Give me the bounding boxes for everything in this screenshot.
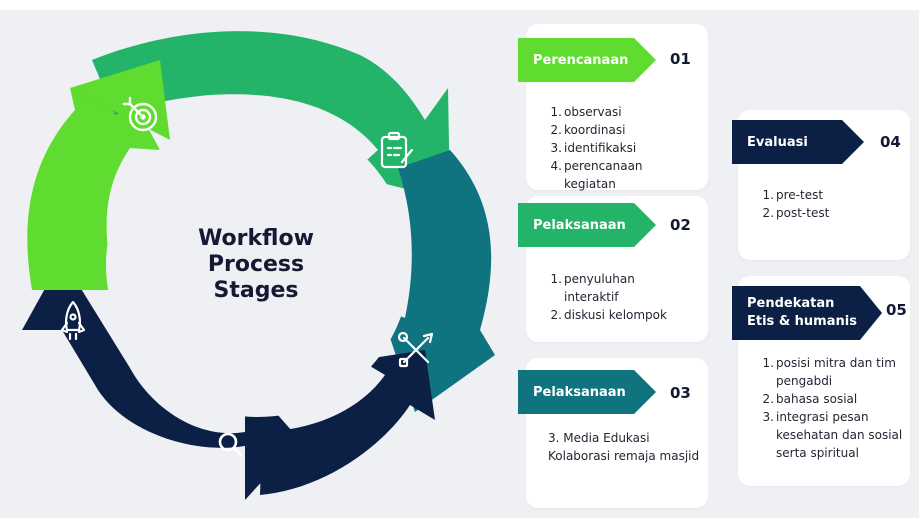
target-icon	[122, 96, 158, 132]
stage-number-02: 02	[670, 216, 691, 234]
stage-banner-04: Evaluasi	[732, 120, 864, 164]
cycle-inner	[106, 113, 410, 417]
list-item: 4.perencanaan kegiatan	[550, 159, 643, 191]
stage-text-03-line-1: 3. Media Edukasi	[548, 431, 650, 445]
stage-number-04: 04	[880, 133, 901, 151]
stage-banner-01: Perencanaan	[518, 38, 656, 82]
list-item: 3.integrasi pesan kesehatan dan sosial s…	[762, 410, 903, 460]
stage-banner-03: Pelaksanaan	[518, 370, 656, 414]
cycle-segment-lightgreen	[27, 88, 160, 290]
cycle-segment-navy-lower	[260, 350, 435, 495]
stage-banner-05: Pendekatan Etis & humanis	[732, 286, 882, 340]
title-line-3: Stages	[213, 278, 299, 303]
search-icon	[218, 432, 243, 457]
stage-banner-02: Pelaksanaan	[518, 203, 656, 247]
stage-list-02: 1.penyuluhan interaktif 2.diskusi kelomp…	[546, 270, 691, 324]
stage-number-01: 01	[670, 50, 691, 68]
tools-icon	[397, 331, 434, 368]
list-item: 2.diskusi kelompok	[550, 308, 667, 322]
list-item: 1.observasi	[550, 105, 622, 119]
title-line-2: Process	[207, 252, 305, 277]
list-item: 2.bahasa sosial	[762, 392, 858, 406]
list-item: 1.penyuluhan interaktif	[550, 272, 635, 304]
rocket-icon	[60, 300, 86, 341]
stage-list-04: 1.pre-test 2.post-test	[758, 186, 878, 222]
stage-number-03: 03	[670, 384, 691, 402]
top-strip	[0, 0, 919, 10]
list-item: 1.pre-test	[762, 188, 824, 202]
stage-text-03: 3. Media Edukasi Kolaborasi remaja masji…	[548, 429, 708, 465]
list-item: 2.post-test	[762, 206, 830, 220]
title-line-1: Workflow	[198, 226, 314, 251]
list-item: 2.koordinasi	[550, 123, 626, 137]
cycle-segment-teal	[380, 150, 495, 412]
diagram-title: Workflow Process Stages	[166, 226, 346, 304]
cycle-arrow-lightgreen	[70, 60, 170, 140]
list-item: 3.identifikaksi	[550, 141, 637, 155]
clipboard-icon	[380, 131, 414, 169]
cycle-segment-navy	[22, 258, 300, 500]
stage-text-03-line-2: Kolaborasi remaja masjid	[548, 449, 700, 463]
stage-list-05: 1.posisi mitra dan tim pengabdi 2.bahasa…	[758, 354, 903, 462]
stage-number-05: 05	[886, 301, 907, 319]
list-item: 1.posisi mitra dan tim pengabdi	[762, 356, 896, 388]
stage-list-01: 1.observasi 2.koordinasi 3.identifikaksi…	[546, 103, 696, 193]
cycle-segment-green	[92, 31, 450, 201]
